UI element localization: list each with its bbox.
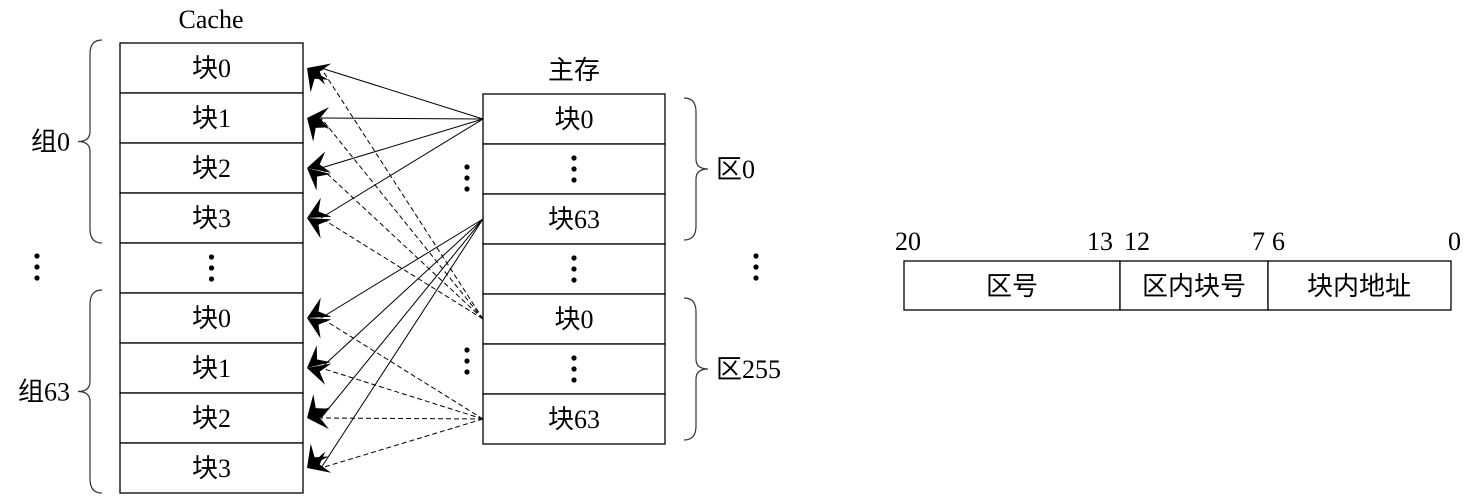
cache-block-row-label: 块3 — [192, 454, 231, 483]
cache-title: Cache — [179, 5, 244, 34]
cache-block-row-label: 块0 — [192, 304, 231, 333]
arrowhead — [307, 151, 332, 173]
main-block-row — [482, 293, 666, 345]
arrowhead — [307, 107, 330, 130]
arrowhead — [307, 118, 330, 142]
bit-13: 13 — [1087, 227, 1113, 256]
arrowhead — [307, 68, 329, 93]
main-area-1-brace — [683, 297, 709, 441]
main-block-ellipsis-dot — [571, 155, 577, 161]
main-block-row — [482, 193, 666, 245]
arrowhead — [307, 363, 332, 385]
cache-block-row — [119, 192, 304, 244]
arrowhead — [307, 451, 332, 473]
bit-12: 12 — [1124, 227, 1150, 256]
main-memory-block-column: 块0 块63 块0 块63 — [482, 93, 666, 445]
address-format: 区号 区内块号 块内地址 20 13 12 7 6 0 — [895, 227, 1461, 311]
field-block-in-area-label: 区内块号 — [1142, 272, 1246, 301]
group-gap-marker — [34, 253, 40, 281]
cache-block-ellipsis-dot — [208, 254, 215, 260]
cache-group-1-label: 组63 — [18, 378, 70, 407]
main-block-ellipsis-dot — [571, 366, 577, 372]
bit-6: 6 — [1272, 227, 1285, 256]
cache-block-row — [119, 392, 304, 444]
main-block-ellipsis-dot — [571, 377, 577, 383]
arrowhead — [307, 218, 332, 239]
cache-block-row-label: 块1 — [192, 354, 231, 383]
main-gap-marker-1 — [464, 164, 470, 192]
arrowhead — [307, 168, 331, 191]
mapping-arrow-dashed — [320, 418, 484, 469]
main-memory-title: 主存 — [548, 56, 600, 85]
main-block-row-label: 块63 — [548, 405, 600, 434]
mapping-arrow-solid — [320, 218, 484, 319]
cache-block-row-label: 块0 — [192, 54, 231, 83]
field-block-in-area — [1119, 260, 1269, 311]
mapping-arrow-solid — [320, 218, 484, 369]
mapping-arrow-solid — [320, 117, 484, 120]
main-area-1-label: 区255 — [716, 355, 781, 384]
cache-block-ellipsis-dot — [208, 276, 215, 282]
cache-block-row — [119, 292, 304, 344]
arrowhead — [307, 318, 332, 339]
arrowhead — [307, 443, 329, 468]
main-block-row-label: 块0 — [554, 305, 593, 334]
arrowhead — [307, 297, 332, 318]
cache-block-row — [119, 142, 304, 194]
mapping-arrow-solid — [320, 218, 484, 419]
bit-0: 0 — [1448, 227, 1461, 256]
main-block-ellipsis-dot — [571, 166, 577, 172]
cache-group-0-label: 组0 — [31, 128, 70, 157]
main-block-ellipsis-dot — [571, 255, 577, 261]
mapping-arrow-dashed — [320, 367, 484, 420]
mapping-arrow-solid — [320, 118, 484, 169]
mapping-arrow-solid — [320, 118, 484, 219]
mapping-arrow-solid — [320, 67, 484, 120]
main-block-ellipsis-dot — [571, 355, 577, 361]
cache-block-row-label: 块3 — [192, 204, 231, 233]
main-block-ellipsis-dot — [571, 177, 577, 183]
cache-group-1-brace — [77, 289, 103, 494]
cache-block-column: 块0 块1 块2 块3 块0 块1 块2 块3 — [119, 42, 304, 494]
main-block-ellipsis-dot — [571, 266, 577, 272]
field-block-offset-label: 块内地址 — [1307, 272, 1411, 301]
cache-block-row-label: 块1 — [192, 104, 231, 133]
main-block-row — [482, 93, 666, 145]
arrowhead — [307, 197, 332, 218]
braces: 组0 组63 区0 区255 — [18, 39, 781, 494]
mapping-arrow-dashed — [320, 317, 484, 420]
main-block-ellipsis-dot — [571, 277, 577, 283]
field-area-number — [903, 260, 1121, 311]
arrowhead — [307, 345, 331, 368]
cache-block-ellipsis-dot — [208, 265, 215, 271]
main-block-row-label: 块63 — [548, 205, 600, 234]
main-area-0-brace — [683, 97, 709, 241]
mapping-arrow-dashed — [320, 417, 484, 420]
arrowhead — [307, 394, 330, 418]
cache-block-row — [119, 92, 304, 144]
cache-block-row — [119, 42, 304, 94]
mapping-arrow-solid — [320, 218, 484, 469]
bit-20: 20 — [895, 227, 921, 256]
main-gap-marker-2 — [464, 347, 470, 375]
area-gap-marker — [753, 253, 759, 281]
field-area-number-label: 区号 — [986, 272, 1038, 301]
arrowhead — [307, 63, 332, 85]
mapping-arrow-dashed — [320, 117, 484, 320]
main-area-0-label: 区0 — [716, 155, 755, 184]
mapping-lines — [307, 63, 484, 473]
mapping-arrow-dashed — [320, 67, 484, 320]
mapping-arrow-dashed — [320, 167, 484, 320]
field-block-offset — [1267, 260, 1452, 311]
main-block-row-label: 块0 — [554, 105, 593, 134]
cache-block-row-label: 块2 — [192, 154, 231, 183]
arrowhead — [307, 407, 330, 430]
bit-7: 7 — [1252, 227, 1265, 256]
cache-group-0-brace — [77, 39, 103, 244]
cache-block-row — [119, 442, 304, 494]
cache-block-row-label: 块2 — [192, 404, 231, 433]
